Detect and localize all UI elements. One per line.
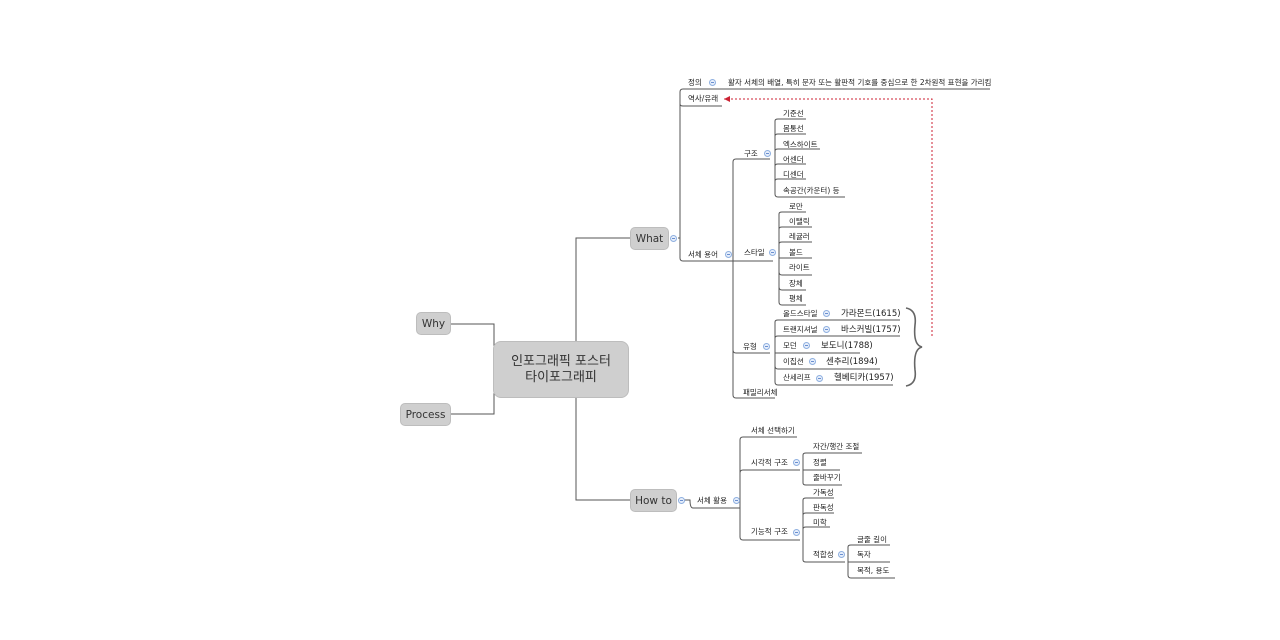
visual-label[interactable]: 시각적 구조 [751,458,788,467]
collapse-toggle-how-to[interactable] [678,497,685,504]
structure-item[interactable]: 어센더 [783,155,804,164]
collapse-toggle-fit[interactable] [838,551,845,558]
style-label[interactable]: 스타일 [744,248,765,257]
type-name[interactable]: 이집션 [783,357,804,366]
central-topic[interactable]: 인포그래픽 포스터 타이포그래피 [493,341,629,398]
style-item[interactable]: 레귤러 [789,232,810,241]
collapse-toggle-style[interactable] [769,249,776,256]
definition-label[interactable]: 정의 [688,78,702,87]
collapse-toggle-structure[interactable] [764,150,771,157]
type-example[interactable]: 바스커빌(1757) [841,325,901,335]
fit-item[interactable]: 목적, 용도 [857,566,890,575]
topic-what[interactable]: What [630,227,669,250]
type-name[interactable]: 트랜지셔널 [783,325,818,334]
collapse-toggle-type[interactable] [763,343,770,350]
topic-process[interactable]: Process [400,403,451,426]
structure-item[interactable]: 몸통선 [783,124,804,133]
fit-label[interactable]: 적합성 [813,550,834,559]
type-name[interactable]: 모던 [783,341,797,350]
collapse-toggle-type-2[interactable] [803,342,810,349]
brace [905,307,923,387]
style-item[interactable]: 볼드 [789,248,803,257]
definition-text[interactable]: 활자 서체의 배열, 특히 문자 또는 활판적 기호를 중심으로 한 2차원적 … [728,78,992,87]
connector-why [450,323,495,355]
topic-how-to-label: How to [635,494,672,507]
fit-item[interactable]: 독자 [857,550,871,559]
relationship-arrow [724,96,933,336]
type-example[interactable]: 가라몬드(1615) [841,309,901,319]
visual-item[interactable]: 자간/행간 조절 [813,442,860,451]
terms-label[interactable]: 서체 용어 [688,250,718,259]
style-item[interactable]: 장체 [789,279,803,288]
functional-item[interactable]: 미학 [813,518,827,527]
structure-item[interactable]: 디센더 [783,170,804,179]
fit-item[interactable]: 글줄 길이 [857,535,887,544]
collapse-toggle-usage[interactable] [733,497,740,504]
select-label[interactable]: 서체 선택하기 [751,426,795,435]
functional-item[interactable]: 판독성 [813,503,834,512]
type-example[interactable]: 보도니(1788) [821,341,873,351]
functional-label[interactable]: 기능적 구조 [751,527,788,536]
type-name[interactable]: 산세리프 [783,373,811,382]
collapse-toggle-type-1[interactable] [823,326,830,333]
style-item[interactable]: 로만 [789,202,803,211]
type-example[interactable]: 헬베티카(1957) [834,373,894,383]
topic-how-to[interactable]: How to [630,489,677,512]
connector-what [575,237,630,341]
functional-item[interactable]: 가독성 [813,488,834,497]
structure-item[interactable]: 엑스하이트 [783,140,818,149]
style-item[interactable]: 평체 [789,294,803,303]
structure-item[interactable]: 속공간(카운터) 등 [783,186,840,195]
topic-why-label: Why [421,317,446,330]
type-label[interactable]: 유형 [743,342,757,351]
type-name[interactable]: 올드스타일 [783,309,818,318]
structure-item[interactable]: 기준선 [783,109,804,118]
collapse-toggle-type-0[interactable] [823,310,830,317]
connector-how [575,398,630,501]
style-item[interactable]: 이탤릭 [789,217,810,226]
central-topic-line2: 타이포그래피 [525,369,597,385]
collapse-toggle-what[interactable] [670,235,677,242]
visual-item[interactable]: 줄바꾸기 [813,473,841,482]
collapse-toggle-functional[interactable] [793,529,800,536]
topic-why[interactable]: Why [416,312,451,335]
type-example[interactable]: 센추리(1894) [826,357,878,367]
central-topic-line1: 인포그래픽 포스터 [511,353,611,369]
connector-process [450,380,495,415]
style-item[interactable]: 라이트 [789,263,810,272]
collapse-toggle-definition[interactable] [709,79,716,86]
family-label[interactable]: 패밀리서체 [743,388,778,397]
collapse-toggle-type-3[interactable] [809,358,816,365]
collapse-toggle-visual[interactable] [793,459,800,466]
structure-label[interactable]: 구조 [744,149,758,158]
visual-item[interactable]: 정렬 [813,458,827,467]
topic-what-label: What [635,232,664,245]
history-label[interactable]: 역사/유래 [688,94,719,103]
topic-process-label: Process [405,408,446,421]
usage-label[interactable]: 서체 활용 [697,496,727,505]
collapse-toggle-terms[interactable] [725,251,732,258]
collapse-toggle-type-4[interactable] [816,375,823,382]
